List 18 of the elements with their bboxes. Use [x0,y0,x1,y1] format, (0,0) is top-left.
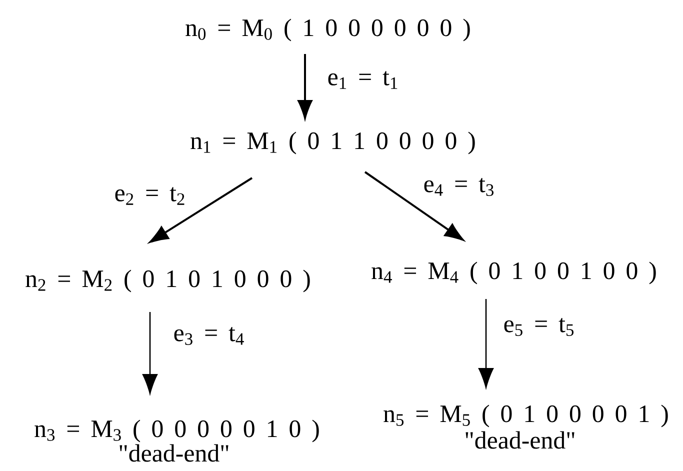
edge-label: e$_{3}$ = t$_{4}$ [172,326,246,346]
arrow [364,171,464,241]
node-note: "dead-end" [466,431,574,449]
node-note: "dead-end" [120,444,228,462]
arrow [478,299,494,388]
state-label: n$_{1}$ = M$_{1}$ ( 0 1 1 0 0 0 0 ) [190,132,475,154]
edge-label: e$_{4}$ = t$_{3}$ [422,177,496,197]
edge-label: e$_{2}$ = t$_{2}$ [113,186,187,206]
state-label: n$_{2}$ = M$_{2}$ ( 0 1 0 1 0 0 0 ) [26,270,310,292]
arrow [298,54,312,119]
arrow [150,177,253,243]
state-label: n$_{0}$ = M$_{0}$ ( 1 0 0 0 0 0 0 ) [186,18,470,42]
state-label: n$_{3}$ = M$_{3}$ ( 0 0 0 0 0 1 0 ) [34,420,319,442]
state-label: n$_{4}$ = M$_{4}$ ( 0 1 0 0 1 0 0 ) [372,262,656,284]
edge-label: e$_{5}$ = t$_{5}$ [502,317,576,337]
arrow [142,312,158,394]
state-label: n$_{5}$ = M$_{5}$ ( 0 1 0 0 0 0 1 ) [384,404,668,428]
edge-label: e$_{1}$ = t$_{1}$ [326,70,400,90]
